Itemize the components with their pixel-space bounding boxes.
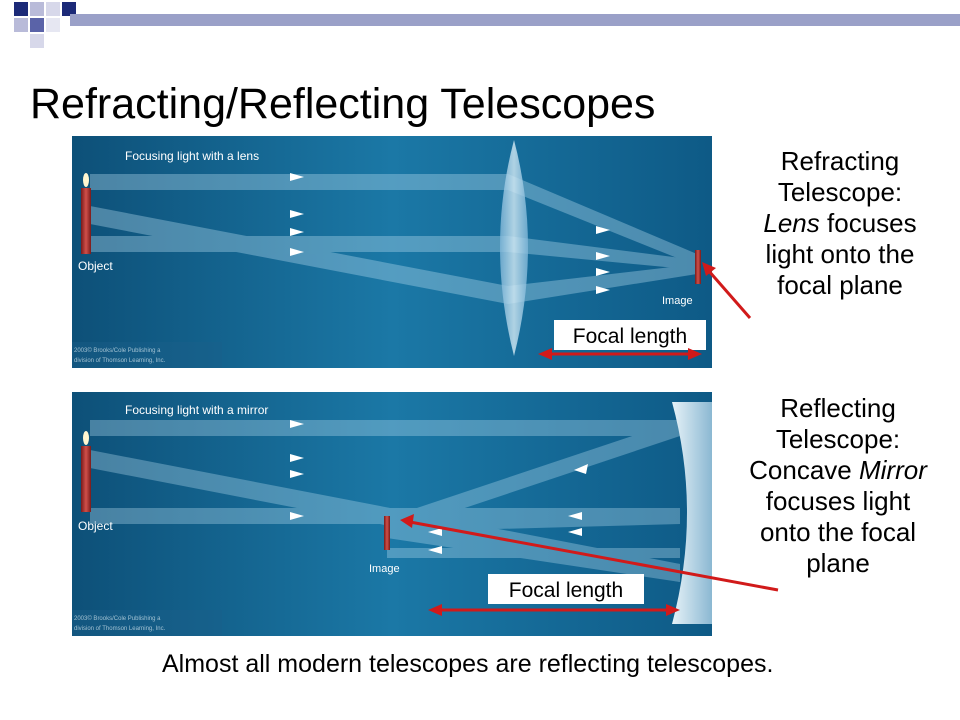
- object-candle: [81, 446, 91, 512]
- reflector-caption-line4: focuses light: [765, 486, 911, 516]
- reflector-heading: Focusing light with a mirror: [125, 403, 268, 417]
- page-title: Refracting/Reflecting Telescopes: [30, 80, 656, 128]
- reflector-pointer-arrow: [409, 520, 779, 592]
- reflector-caption: Reflecting Telescope: Concave Mirror foc…: [716, 393, 960, 579]
- refractor-caption-emph: Lens: [763, 208, 820, 238]
- refractor-caption-line2: Telescope:: [777, 177, 903, 207]
- refractor-focal-box: [554, 320, 706, 350]
- refractor-focal-arrow: [538, 348, 702, 360]
- slide-decoration: [14, 2, 960, 48]
- concave-mirror: [672, 402, 712, 624]
- refractor-caption-line4: light onto the: [765, 239, 915, 269]
- refractor-copyright-2: division of Thomson Learning, Inc.: [74, 358, 166, 364]
- reflector-caption-line2: Telescope:: [775, 424, 901, 454]
- reflector-caption-line3: Concave Mirror: [716, 455, 960, 486]
- reflector-caption-line1: Reflecting: [780, 393, 896, 423]
- refractor-heading: Focusing light with a lens: [125, 149, 259, 163]
- object-candle: [81, 188, 91, 254]
- refractor-diagram: Focusing light with a lens Object Image …: [72, 136, 712, 368]
- refractor-object-label: Object: [78, 259, 113, 273]
- reflector-focal-box: [488, 574, 644, 604]
- reflector-copyright-1: 2003© Brooks/Cole Publishing a: [74, 615, 161, 622]
- reflector-copyright-2: division of Thomson Learning, Inc.: [74, 626, 166, 632]
- refractor-caption-line3: Lens focuses: [720, 208, 960, 239]
- reflector-caption-emph: Mirror: [858, 455, 927, 485]
- reflector-object-label: Object: [78, 519, 113, 533]
- image-marker: [695, 250, 701, 284]
- reflector-focal-arrow: [428, 604, 680, 616]
- reflector-image-label: Image: [369, 563, 400, 575]
- image-marker: [384, 516, 390, 550]
- refractor-caption-line3-rest: focuses: [819, 208, 917, 238]
- reflector-focal-label: Focal length: [509, 579, 623, 602]
- refractor-caption-line5: focal plane: [777, 270, 903, 300]
- reflector-caption-line3-pre: Concave: [749, 455, 859, 485]
- refractor-copyright-1: 2003© Brooks/Cole Publishing a: [74, 347, 161, 354]
- refractor-caption: Refracting Telescope: Lens focuses light…: [720, 146, 960, 301]
- refractor-caption-line1: Refracting: [780, 146, 900, 176]
- reflector-caption-line6: plane: [806, 548, 870, 578]
- refractor-focal-label: Focal length: [573, 325, 687, 348]
- footer-note: Almost all modern telescopes are reflect…: [162, 650, 774, 678]
- reflector-caption-line5: onto the focal: [759, 517, 917, 547]
- refractor-image-label: Image: [662, 295, 693, 307]
- refractor-pointer-arrow: [706, 269, 752, 319]
- reflector-diagram: Focusing light with a mirror Object Imag…: [72, 392, 712, 636]
